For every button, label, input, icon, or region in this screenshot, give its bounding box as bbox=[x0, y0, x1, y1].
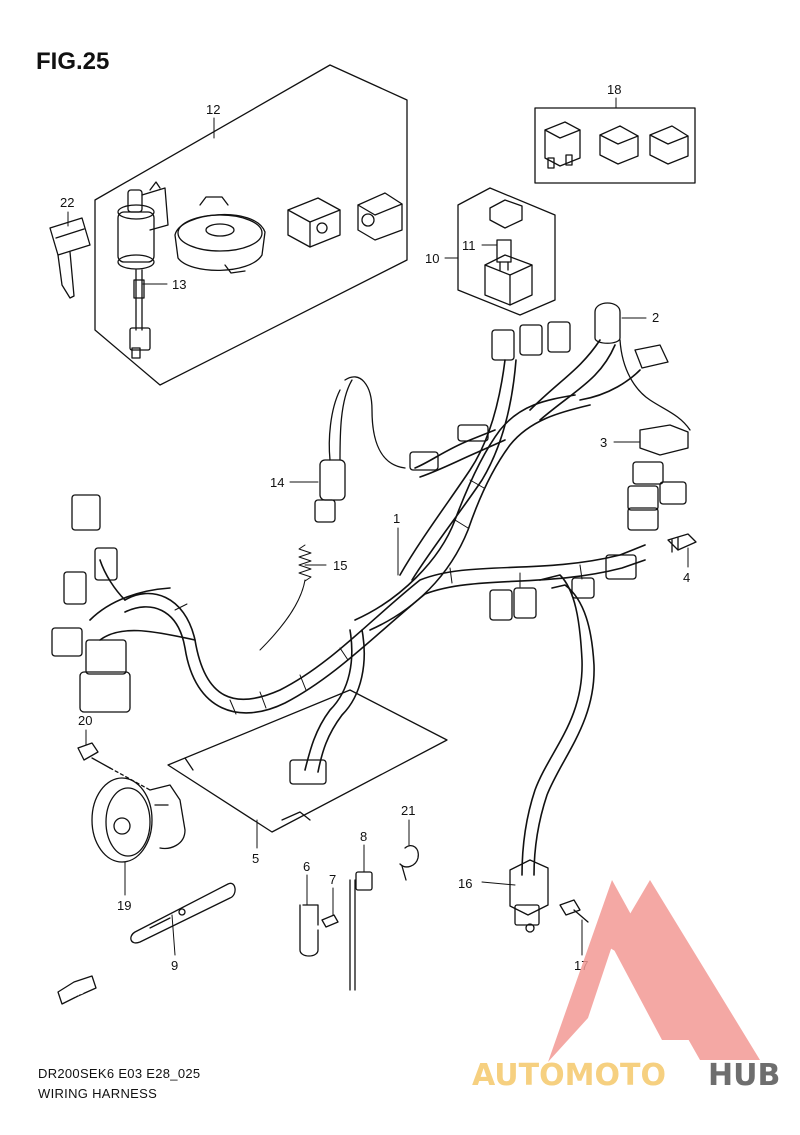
callout-11: 11 bbox=[462, 238, 476, 253]
watermark-triangle-icon bbox=[548, 880, 700, 1062]
callout-13: 13 bbox=[172, 277, 186, 292]
bolt-17 bbox=[559, 899, 589, 923]
watermark-text-2: HUB bbox=[708, 1058, 780, 1093]
connector-group-left bbox=[51, 494, 131, 713]
bolt-20 bbox=[77, 742, 151, 791]
callout-5: 5 bbox=[252, 851, 259, 866]
callout-7: 7 bbox=[329, 872, 336, 887]
figure-title: FIG.25 bbox=[36, 48, 110, 75]
callout-15: 15 bbox=[333, 558, 347, 573]
relay-cover bbox=[489, 199, 523, 229]
callout-1: 1 bbox=[393, 511, 400, 526]
callout-12: 12 bbox=[206, 102, 220, 117]
leader-lines bbox=[67, 97, 689, 956]
callout-18: 18 bbox=[607, 82, 621, 97]
clamp-6 bbox=[299, 904, 319, 957]
relay-a bbox=[544, 121, 581, 169]
callout-2: 2 bbox=[652, 310, 659, 325]
connector-group-right bbox=[489, 461, 687, 621]
helmet-lock bbox=[357, 192, 403, 241]
spring bbox=[259, 544, 312, 651]
relay-b bbox=[599, 125, 639, 165]
ignition-switch bbox=[117, 181, 169, 359]
clip-21 bbox=[399, 844, 419, 881]
starter-relay-box bbox=[457, 187, 556, 316]
key bbox=[49, 217, 91, 299]
callout-16: 16 bbox=[458, 876, 472, 891]
main-harness bbox=[89, 339, 646, 876]
starter-relay bbox=[484, 254, 533, 306]
connector-mid bbox=[409, 424, 489, 471]
callout-8: 8 bbox=[360, 829, 367, 844]
horn bbox=[91, 777, 186, 863]
clamp-sheet bbox=[167, 689, 448, 833]
callout-9: 9 bbox=[171, 958, 178, 973]
watermark-text-1: AUTOMOTO bbox=[472, 1058, 666, 1093]
watermark-logo: AUTOMOTO HUB bbox=[472, 880, 780, 1093]
connector-3 bbox=[639, 424, 689, 456]
connector-lower bbox=[289, 759, 327, 785]
diagram-name: WIRING HARNESS bbox=[38, 1086, 158, 1101]
connector-group-top bbox=[491, 302, 691, 431]
fwd-label: FWD bbox=[68, 988, 85, 1000]
callout-10: 10 bbox=[425, 251, 439, 266]
harness-wrap-bands bbox=[174, 479, 583, 715]
callout-3: 3 bbox=[600, 435, 607, 450]
ignition-kit-box bbox=[94, 64, 408, 386]
fuse bbox=[496, 239, 512, 271]
model-code: DR200SEK6 E03 E28_025 bbox=[38, 1066, 201, 1081]
fwd-arrow bbox=[57, 975, 97, 1005]
callout-19: 19 bbox=[117, 898, 131, 913]
relay-c bbox=[649, 125, 689, 165]
seat-lock bbox=[287, 197, 341, 248]
callout-20: 20 bbox=[78, 713, 92, 728]
callout-14: 14 bbox=[270, 475, 284, 490]
mini-connector-4 bbox=[667, 533, 697, 553]
callout-6: 6 bbox=[303, 859, 310, 874]
callout-4: 4 bbox=[683, 570, 690, 585]
screw-7 bbox=[321, 914, 339, 928]
relay-kit-box bbox=[534, 107, 696, 184]
callout-22: 22 bbox=[60, 195, 74, 210]
side-stand-switch bbox=[509, 859, 549, 933]
callout-21: 21 bbox=[401, 803, 415, 818]
rear-brake-switch bbox=[314, 376, 406, 523]
callout-labels: 1 2 3 4 5 6 7 8 9 10 11 12 13 14 15 16 1… bbox=[60, 82, 690, 1001]
band-9 bbox=[130, 882, 236, 944]
cable-tie-8 bbox=[349, 871, 373, 991]
fuel-cap bbox=[174, 196, 266, 274]
